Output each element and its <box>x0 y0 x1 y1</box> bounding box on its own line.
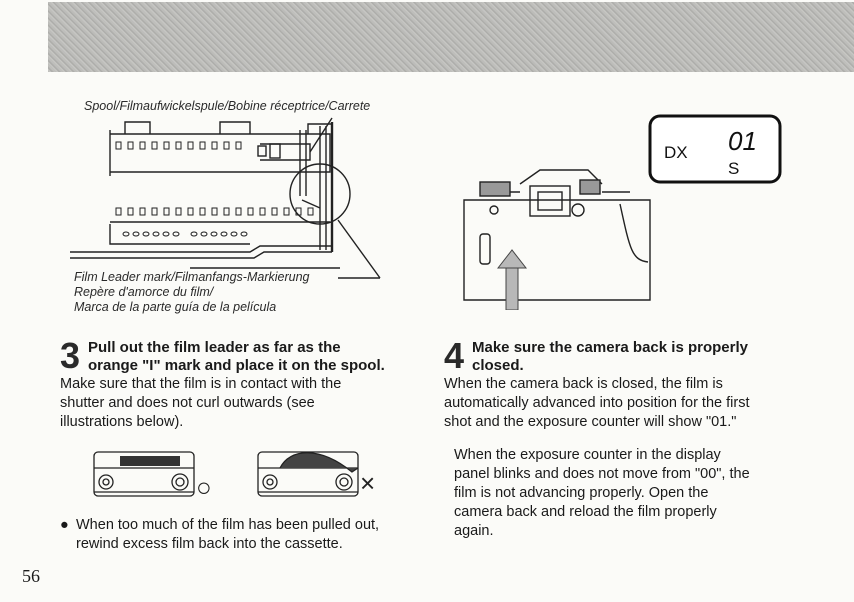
display-counter: 01 <box>728 126 757 156</box>
display-panel <box>648 114 782 184</box>
step-4-title-line1: Make sure the camera back is properly <box>472 339 748 356</box>
display-dx: DX <box>664 143 688 162</box>
step-3-title-line2: orange "I" mark and place it on the spoo… <box>88 357 385 374</box>
step-3-body-line: shutter and does not curl outwards (see <box>60 395 315 411</box>
step-3-note: When too much of the film has been pulle… <box>76 516 379 554</box>
leader-label-fr: Repère d'amorce du film/ <box>74 285 214 299</box>
step-3-note-line: rewind excess film back into the cassett… <box>76 536 343 552</box>
step-4-body-line: shot and the exposure counter will show … <box>444 414 737 430</box>
wrong-mark-icon: × <box>360 468 375 498</box>
step-3-note-line: When too much of the film has been pulle… <box>76 517 380 533</box>
film-placement-examples: ○ × <box>93 451 375 502</box>
step-4-title-line2: closed. <box>472 357 524 374</box>
wrong-placement-illustration <box>257 451 359 497</box>
step-3-body-line: illustrations below). <box>60 414 184 430</box>
leader-label-es: Marca de la parte guía de la película <box>74 300 277 314</box>
step-3-number: 3 <box>60 335 81 376</box>
page-number: 56 <box>22 566 40 586</box>
spool-label: Spool/Filmaufwickelspule/Bobine réceptri… <box>84 99 371 113</box>
step-4-number: 4 <box>444 335 465 376</box>
step-4-note-line: again. <box>454 523 494 539</box>
camera-back-illustration: DX 01 S <box>463 114 782 310</box>
correct-mark-icon: ○ <box>196 472 212 502</box>
step-3-body-line: Make sure that the film is in contact wi… <box>60 376 342 392</box>
step-4-note-line: camera back and reload the film properly <box>454 504 717 520</box>
leader-mark-label: Film Leader mark/Filmanfangs-Markierung … <box>74 270 310 315</box>
step-4-note-line: When the exposure counter in the display <box>454 447 721 463</box>
step-3-body: Make sure that the film is in contact wi… <box>60 375 341 432</box>
header-band <box>48 2 854 72</box>
step-4-body-line: When the camera back is closed, the film… <box>444 376 723 392</box>
leader-label-en: Film Leader mark/Filmanfangs-Markierung <box>74 270 310 284</box>
step-4-note-line: panel blinks and does not move from "00"… <box>454 466 750 482</box>
step-4-note: When the exposure counter in the display… <box>454 446 750 541</box>
step-4-body-line: automatically advanced into position for… <box>444 395 750 411</box>
step-4-note-line: film is not advancing properly. Open the <box>454 485 709 501</box>
display-s: S <box>728 159 739 178</box>
step-4-body: When the camera back is closed, the film… <box>444 375 749 432</box>
film-spool-illustration <box>70 117 381 279</box>
step-3-bullet: ● <box>60 517 69 533</box>
step-3-title-line1: Pull out the film leader as far as the <box>88 339 341 356</box>
close-direction-arrow <box>496 249 528 310</box>
correct-placement-illustration <box>93 451 195 497</box>
